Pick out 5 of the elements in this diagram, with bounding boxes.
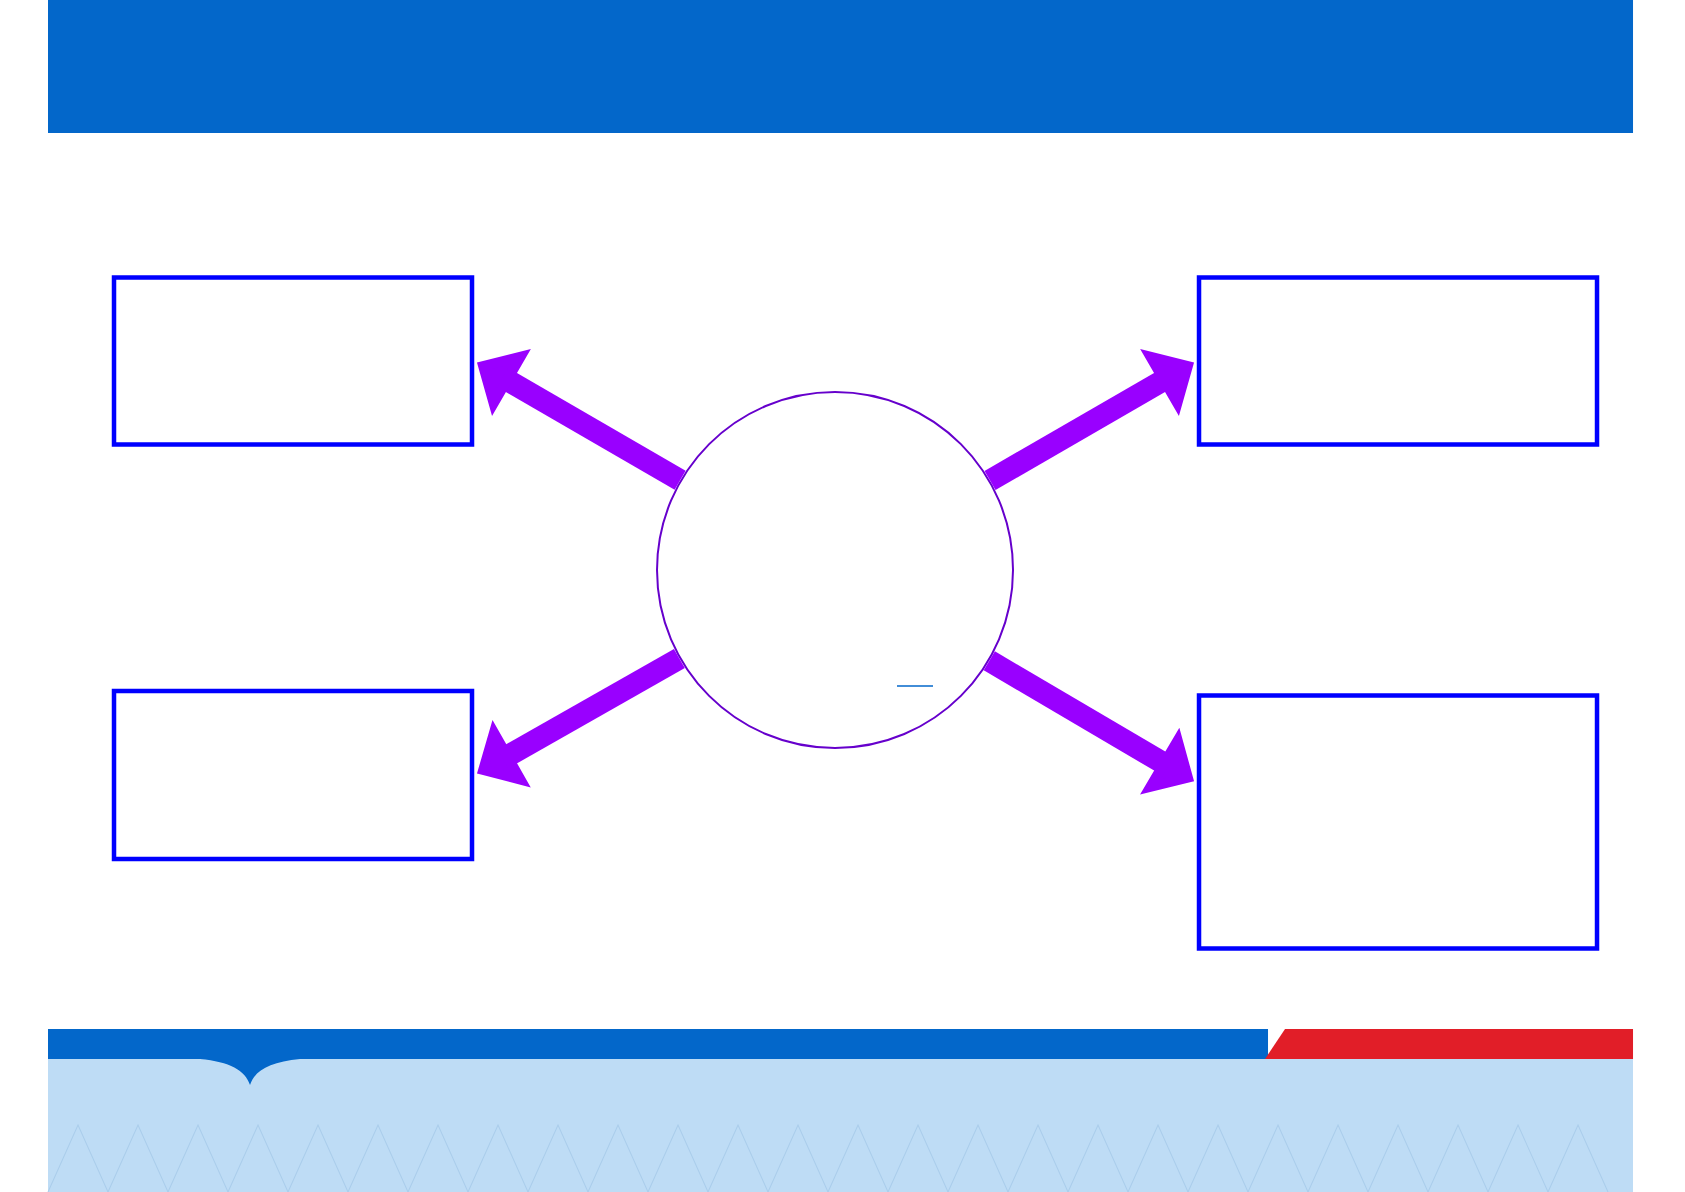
text-box (111, 275, 475, 447)
center-circle (656, 391, 1014, 749)
text-box (1196, 275, 1600, 447)
text-box (1196, 693, 1600, 951)
text-box (111, 688, 475, 862)
